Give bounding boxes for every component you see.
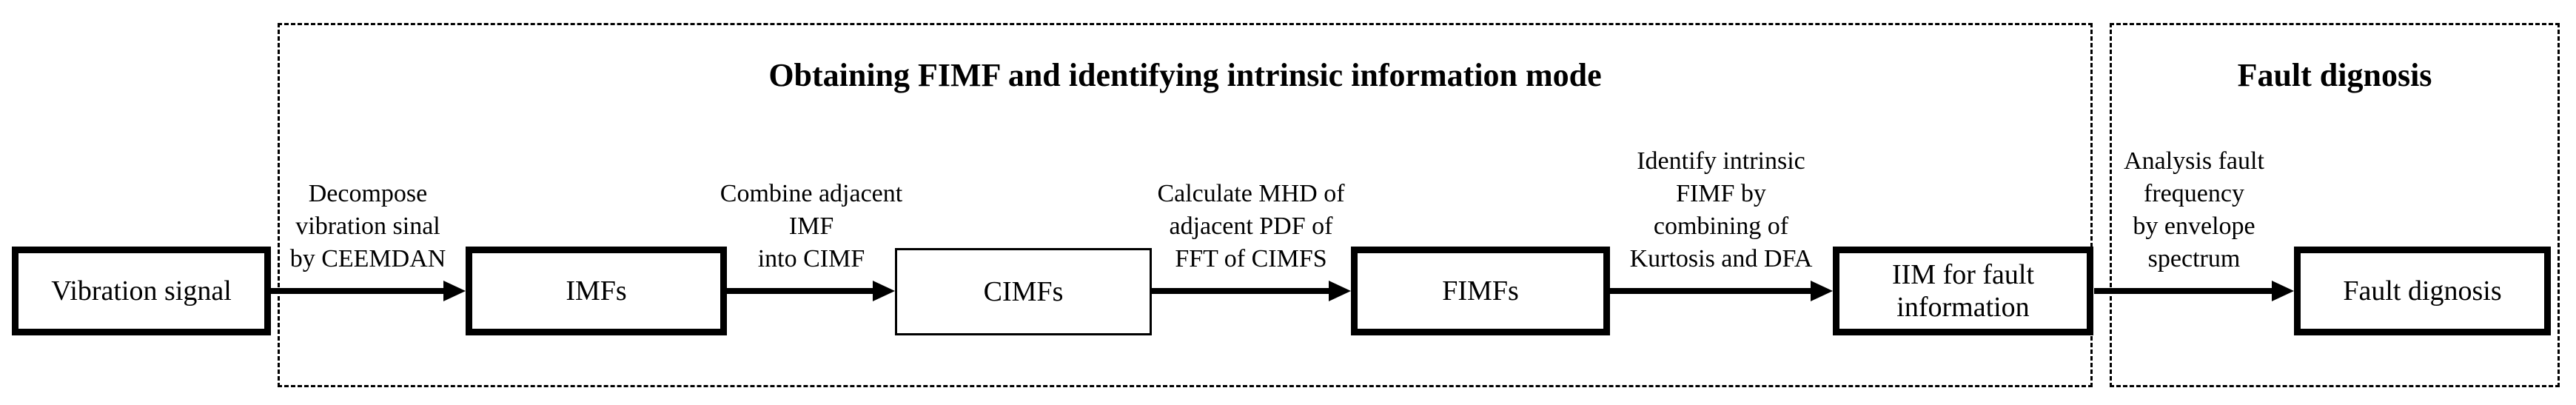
node-fimfs-label: FIMFs [1442,275,1519,307]
arrowhead-icon [443,281,466,301]
node-iim-fault-information: IIM for fault information [1833,247,2093,335]
section-obtaining-fimf [278,23,2093,387]
section-fault-dignosis [2110,23,2560,387]
arrow-shaft-vibration-to-imfs [270,288,445,294]
node-fault-dignosis-label: Fault dignosis [2343,275,2502,307]
node-fimfs: FIMFs [1351,247,1610,335]
arrow-label-calculate-mhd: Calculate MHD of adjacent PDF of FFT of … [1157,180,1345,272]
arrowhead-icon [2272,281,2294,301]
arrow-label-combine-adjacent-imf: Combine adjacent IMF into CIMF [720,180,903,272]
section-title-fault-dignosis: Fault dignosis [2237,57,2432,93]
node-iim-fault-information-label: IIM for fault information [1891,259,2035,323]
arrow-label-decompose-ceemdan: Decompose vibration sinal by CEEMDAN [289,180,446,272]
arrow-label-analysis-fault-frequency: Analysis fault frequency by envelope spe… [2124,147,2264,272]
section-title-obtaining-fimf: Obtaining FIMF and identifying intrinsic… [768,57,1602,93]
node-vibration-signal: Vibration signal [12,247,271,335]
arrow-shaft-iim-to-fault-dignosis [2094,288,2273,294]
arrow-shaft-fimfs-to-iim [1610,288,1812,294]
arrow-label-identify-intrinsic-fimf: Identify intrinsic FIMF by combining of … [1629,147,1813,272]
arrow-shaft-cimfs-to-fimfs [1151,288,1330,294]
node-cimfs-label: CIMFs [983,276,1064,307]
arrowhead-icon [1811,281,1833,301]
node-imfs: IMFs [466,247,727,335]
arrowhead-icon [1329,281,1351,301]
node-vibration-signal-label: Vibration signal [51,275,232,307]
node-fault-dignosis: Fault dignosis [2294,247,2551,335]
node-imfs-label: IMFs [566,275,627,307]
node-cimfs: CIMFs [895,248,1152,335]
arrowhead-icon [873,281,895,301]
arrow-shaft-imfs-to-cimfs [727,288,874,294]
